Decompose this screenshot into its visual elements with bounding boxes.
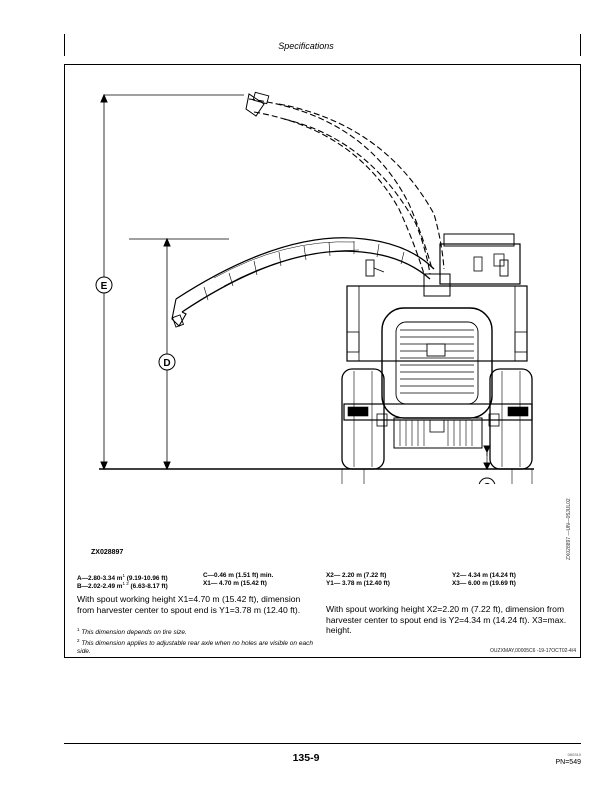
header-right-rule [580,34,581,56]
footer-rule [64,743,581,744]
spec-x2: X2— 2.20 m (7.22 ft) [326,572,387,579]
paragraph-left: With spout working height X1=4.70 m (15.… [77,594,301,615]
paragraph-right: With spout working height X2=2.20 m (7.2… [326,604,567,635]
svg-text:D: D [163,358,170,369]
label-d: D [158,353,176,371]
document-id: OUZXMAY,00005C6 -19-17OCT02-4/4 [490,648,576,654]
section-title: Specifications [278,41,334,51]
spec-b: B—2.02-2.49 m1 2 (6.63-8.17 ft) [77,581,168,591]
spec-y2: Y2— 4.34 m (14.24 ft) [452,572,516,579]
label-e: E [95,276,113,294]
header-left-rule [64,34,65,56]
label-c: C [478,477,496,484]
footer-small-code: 060310 [567,752,581,757]
svg-text:C: C [483,482,490,484]
spec-c: C—0.46 m (1.51 ft) min. [203,572,274,579]
spec-a: A—2.80-3.34 m1 (9.19-10.96 ft) [77,573,168,583]
spec-y1: Y1— 3.78 m (12.40 ft) [326,580,390,587]
forage-harvester-drawing: E D C B A [95,91,534,484]
footnote-1: 1 This dimension depends on tire size. [77,627,187,637]
spec-x1: X1— 4.70 m (15.42 ft) [203,580,267,587]
svg-text:E: E [101,281,108,292]
figure-side-id: ZX028897 —UN—05JUL02 [566,498,572,560]
spec-x3: X3— 6.00 m (19.69 ft) [452,580,516,587]
footnotes: 1 This dimension depends on tire size. 2… [77,626,317,656]
figure-id: ZX028897 [91,549,124,556]
pn-label: PN=549 [555,759,582,766]
footnote-2: 2 This dimension applies to adjustable r… [77,638,313,656]
page-number: 135-9 [292,752,320,764]
content-frame [64,64,581,658]
